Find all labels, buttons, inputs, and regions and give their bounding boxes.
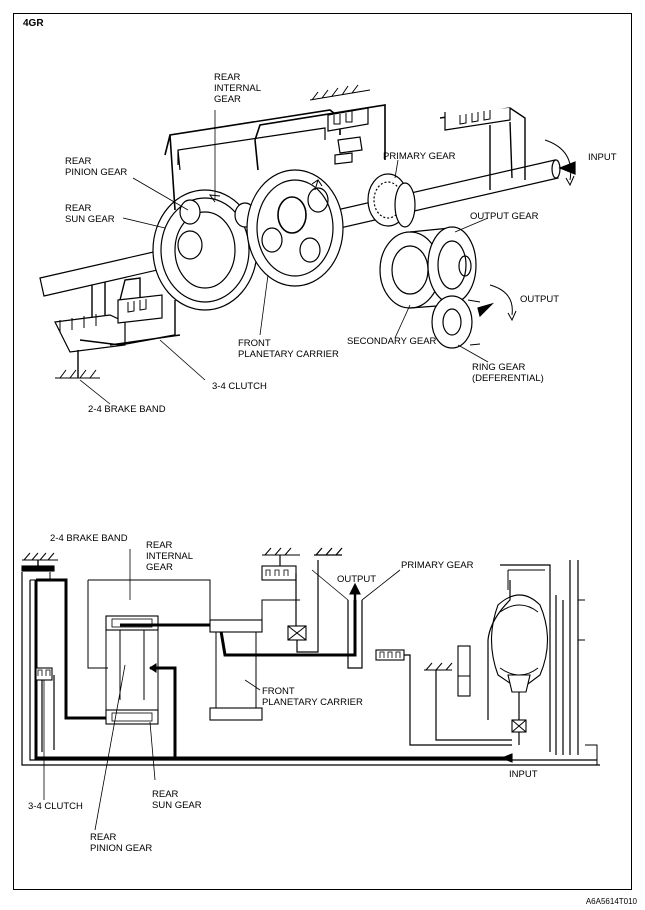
- figure-title: 4GR: [23, 18, 44, 29]
- top-label-rear-pinion-gear: REAR PINION GEAR: [65, 156, 128, 178]
- bottom-label-rear-pinion-gear: REAR PINION GEAR: [90, 832, 153, 854]
- top-label-rear-internal-gear: REAR INTERNAL GEAR: [214, 72, 261, 105]
- bottom-label-output: OUTPUT: [337, 574, 377, 585]
- top-label-3-4-clutch: 3-4 CLUTCH: [212, 381, 267, 392]
- bottom-label-3-4-clutch: 3-4 CLUTCH: [28, 801, 83, 812]
- bottom-label-input: INPUT: [509, 769, 538, 780]
- bottom-label-primary-gear: PRIMARY GEAR: [401, 560, 474, 571]
- ring-gear: [431, 295, 473, 349]
- bottom-label-rear-internal-gear: REAR INTERNAL GEAR: [146, 540, 193, 573]
- page-frame: [13, 13, 632, 890]
- rear-sun-gear-block: [105, 709, 159, 725]
- bottom-label-front-planetary-carrier: FRONT PLANETARY CARRIER: [262, 686, 363, 708]
- top-label-output-gear: OUTPUT GEAR: [470, 211, 539, 222]
- top-label-input: INPUT: [588, 152, 617, 163]
- brake-band-symbol: [21, 565, 55, 572]
- torque-converter: [491, 594, 548, 691]
- top-label-secondary-gear: SECONDARY GEAR: [347, 336, 437, 347]
- top-label-output: OUTPUT: [520, 294, 560, 305]
- carrier-housing: [164, 104, 386, 211]
- top-label-2-4-brake-band: 2-4 BRAKE BAND: [88, 404, 166, 415]
- figure-code: A6A5614T010: [585, 897, 637, 906]
- top-label-primary-gear: PRIMARY GEAR: [383, 151, 456, 162]
- top-label-rear-sun-gear: REAR SUN GEAR: [65, 203, 115, 225]
- bottom-label-2-4-brake-band: 2-4 BRAKE BAND: [50, 533, 128, 544]
- input-arrow: [558, 161, 576, 175]
- top-label-front-planetary-carrier: FRONT PLANETARY CARRIER: [238, 338, 339, 360]
- input-arrow-bottom: [500, 753, 513, 763]
- front-planetary: [246, 169, 344, 287]
- output-arrow-bottom: [349, 582, 361, 595]
- top-label-ring-gear: RING GEAR (DEFERENTIAL): [472, 362, 544, 384]
- rear-internal-gear-block: [105, 615, 159, 631]
- output-arrow: [477, 302, 495, 318]
- output-shaft: [347, 600, 363, 669]
- front-carrier-block: [209, 619, 263, 633]
- power-flow-path: [34, 580, 512, 760]
- bottom-label-rear-sun-gear: REAR SUN GEAR: [152, 789, 202, 811]
